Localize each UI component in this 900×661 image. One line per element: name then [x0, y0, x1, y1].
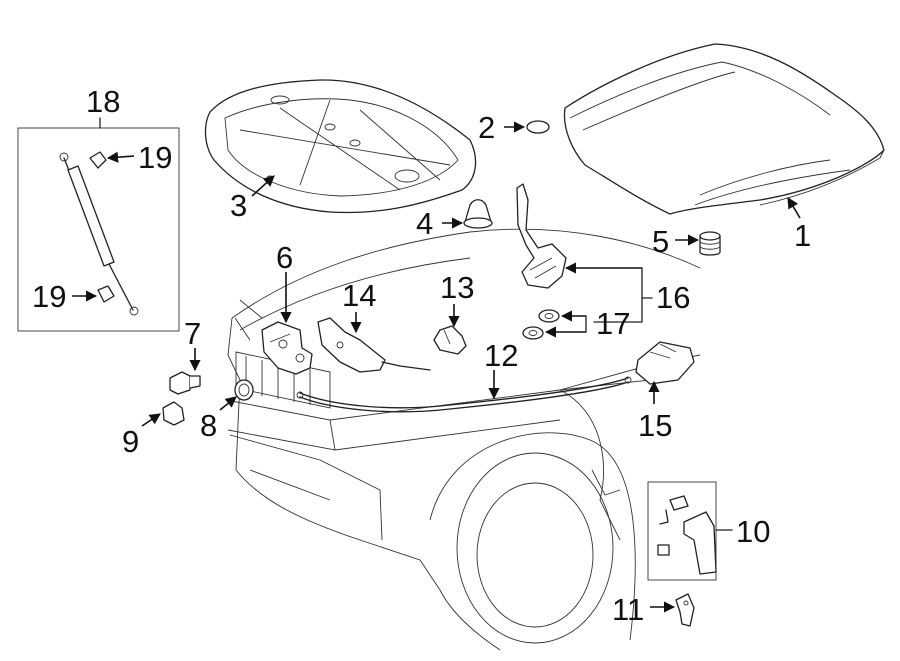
bracket [675, 593, 695, 627]
leader-lines [72, 121, 801, 613]
striker-box [647, 481, 717, 581]
release-cable [296, 376, 632, 413]
hood-latch [635, 341, 695, 385]
nut [162, 401, 185, 426]
callout-14: 14 [342, 278, 376, 313]
callout-3: 3 [230, 188, 247, 223]
callout-15: 15 [638, 408, 672, 443]
hood-lock [261, 321, 313, 375]
callout-16: 16 [656, 280, 690, 315]
vehicle-front-outline [225, 228, 701, 651]
callout-12: 12 [484, 338, 518, 373]
hood-grommet [526, 120, 550, 134]
bolt [169, 371, 201, 395]
callout-10: 10 [736, 514, 770, 549]
callout-19-bottom: 19 [32, 279, 66, 314]
release-lever [433, 325, 467, 355]
hood-panel [563, 43, 885, 215]
callout-5: 5 [652, 224, 669, 259]
callout-17: 17 [596, 306, 630, 341]
callout-1: 1 [794, 218, 811, 253]
callout-6: 6 [276, 240, 293, 275]
cushion-rubber [234, 379, 254, 401]
support-rod-box [17, 117, 180, 332]
callout-8: 8 [200, 408, 217, 443]
callout-4: 4 [416, 206, 433, 241]
hood-cushion [699, 231, 721, 256]
hood-hinge [516, 183, 567, 289]
callout-11: 11 [612, 592, 644, 627]
lock-support [317, 317, 431, 373]
callout-2: 2 [478, 110, 495, 145]
callout-7: 7 [184, 316, 201, 351]
callout-9: 9 [122, 424, 139, 459]
callout-18: 18 [86, 84, 120, 119]
callout-labels: 1 2 3 4 5 6 7 8 9 10 11 12 13 14 15 16 1… [32, 84, 811, 627]
callout-19-top: 19 [138, 140, 172, 175]
hinge-bushings [522, 309, 560, 340]
callout-13: 13 [440, 270, 474, 305]
hood-stopper [463, 199, 493, 229]
